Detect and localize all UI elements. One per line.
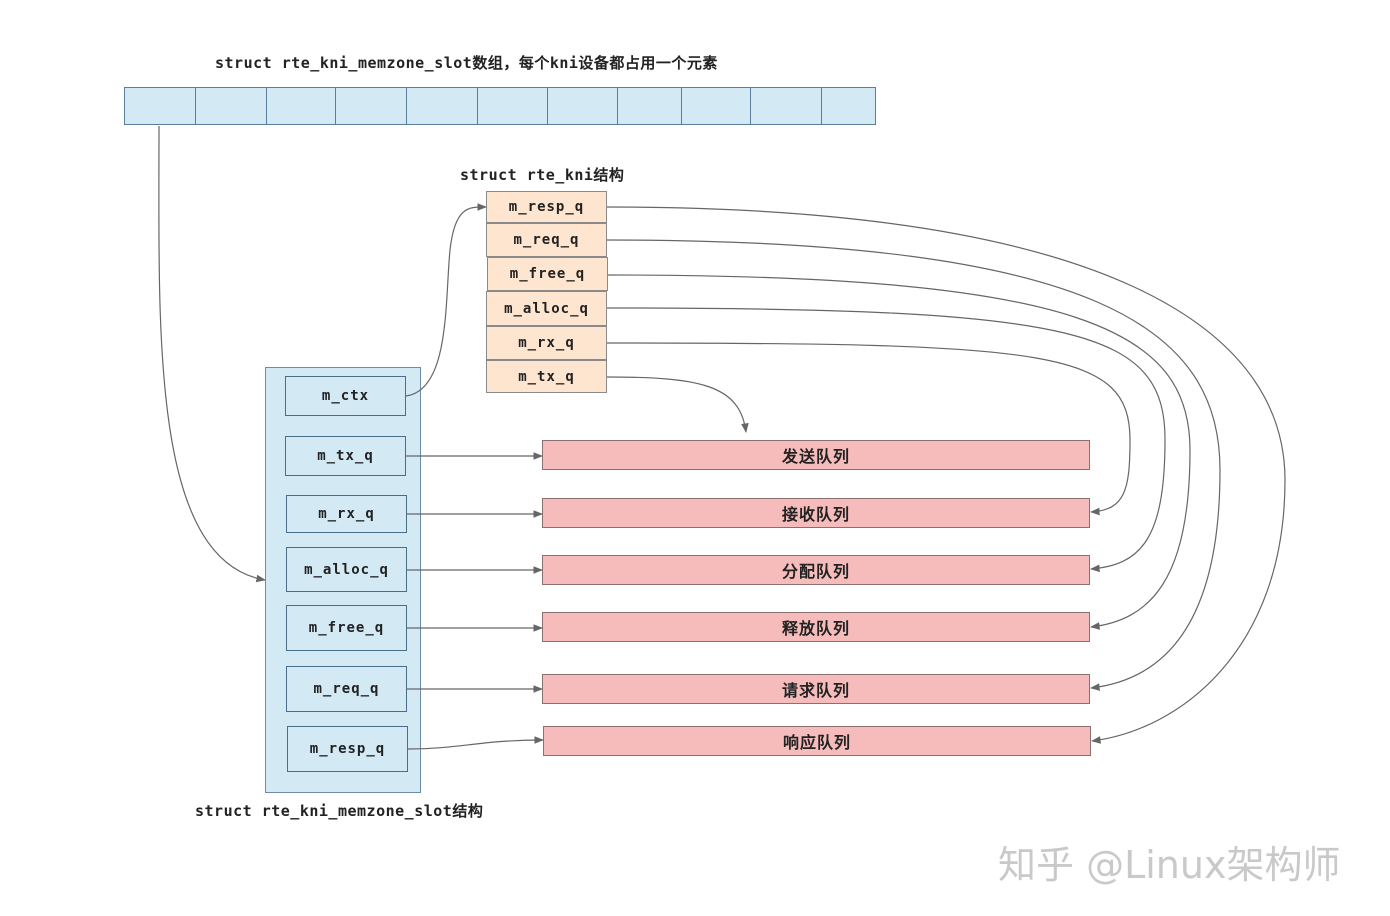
slot-field-m-req-q: m_req_q — [286, 666, 407, 712]
queue-response: 响应队列 — [543, 726, 1091, 756]
array-cell — [478, 88, 548, 124]
arrow-ctx-to-kni — [405, 203, 487, 397]
array-title: struct rte_kni_memzone_slot数组，每个kni设备都占用… — [215, 54, 718, 72]
slot-field-m-free-q: m_free_q — [286, 605, 407, 651]
slot-struct-title: struct rte_kni_memzone_slot结构 — [195, 802, 484, 820]
arrow-kni-rx — [606, 342, 1131, 516]
array-cell — [682, 88, 752, 124]
queue-alloc: 分配队列 — [542, 555, 1090, 585]
array-cell — [618, 88, 682, 124]
slot-field-m-ctx: m_ctx — [285, 376, 406, 416]
array-cell — [196, 88, 267, 124]
kni-field-m-req-q: m_req_q — [486, 223, 607, 257]
queue-receive: 接收队列 — [542, 498, 1090, 528]
array-cell — [125, 88, 196, 124]
arrow-kni-req — [606, 239, 1221, 691]
queue-free: 释放队列 — [542, 612, 1090, 642]
arrow-kni-tx — [606, 376, 749, 433]
kni-field-m-free-q: m_free_q — [487, 257, 608, 291]
kni-field-m-rx-q: m_rx_q — [486, 326, 607, 360]
slot-field-m-alloc-q: m_alloc_q — [286, 547, 407, 592]
kni-struct-title: struct rte_kni结构 — [460, 166, 625, 184]
kni-field-m-alloc-q: m_alloc_q — [486, 291, 607, 326]
arrow-slot-resp — [407, 736, 544, 750]
arrow-kni-free — [607, 274, 1191, 630]
array-cell — [336, 88, 408, 124]
kni-field-m-resp-q: m_resp_q — [486, 191, 607, 223]
array-cell — [407, 88, 479, 124]
queue-send: 发送队列 — [542, 440, 1090, 470]
slot-field-m-tx-q: m_tx_q — [285, 436, 406, 476]
array-cell — [548, 88, 618, 124]
slot-field-m-rx-q: m_rx_q — [286, 495, 407, 533]
kni-field-m-tx-q: m_tx_q — [486, 360, 607, 393]
memzone-slot-array — [124, 87, 876, 125]
slot-field-m-resp-q: m_resp_q — [287, 726, 408, 772]
arrow-kni-alloc — [606, 307, 1166, 573]
arrow-array-to-slot — [158, 125, 266, 583]
watermark: 知乎 @Linux架构师 — [998, 843, 1341, 887]
arrow-kni-resp — [606, 206, 1286, 744]
array-cell — [267, 88, 337, 124]
array-cell — [751, 88, 823, 124]
